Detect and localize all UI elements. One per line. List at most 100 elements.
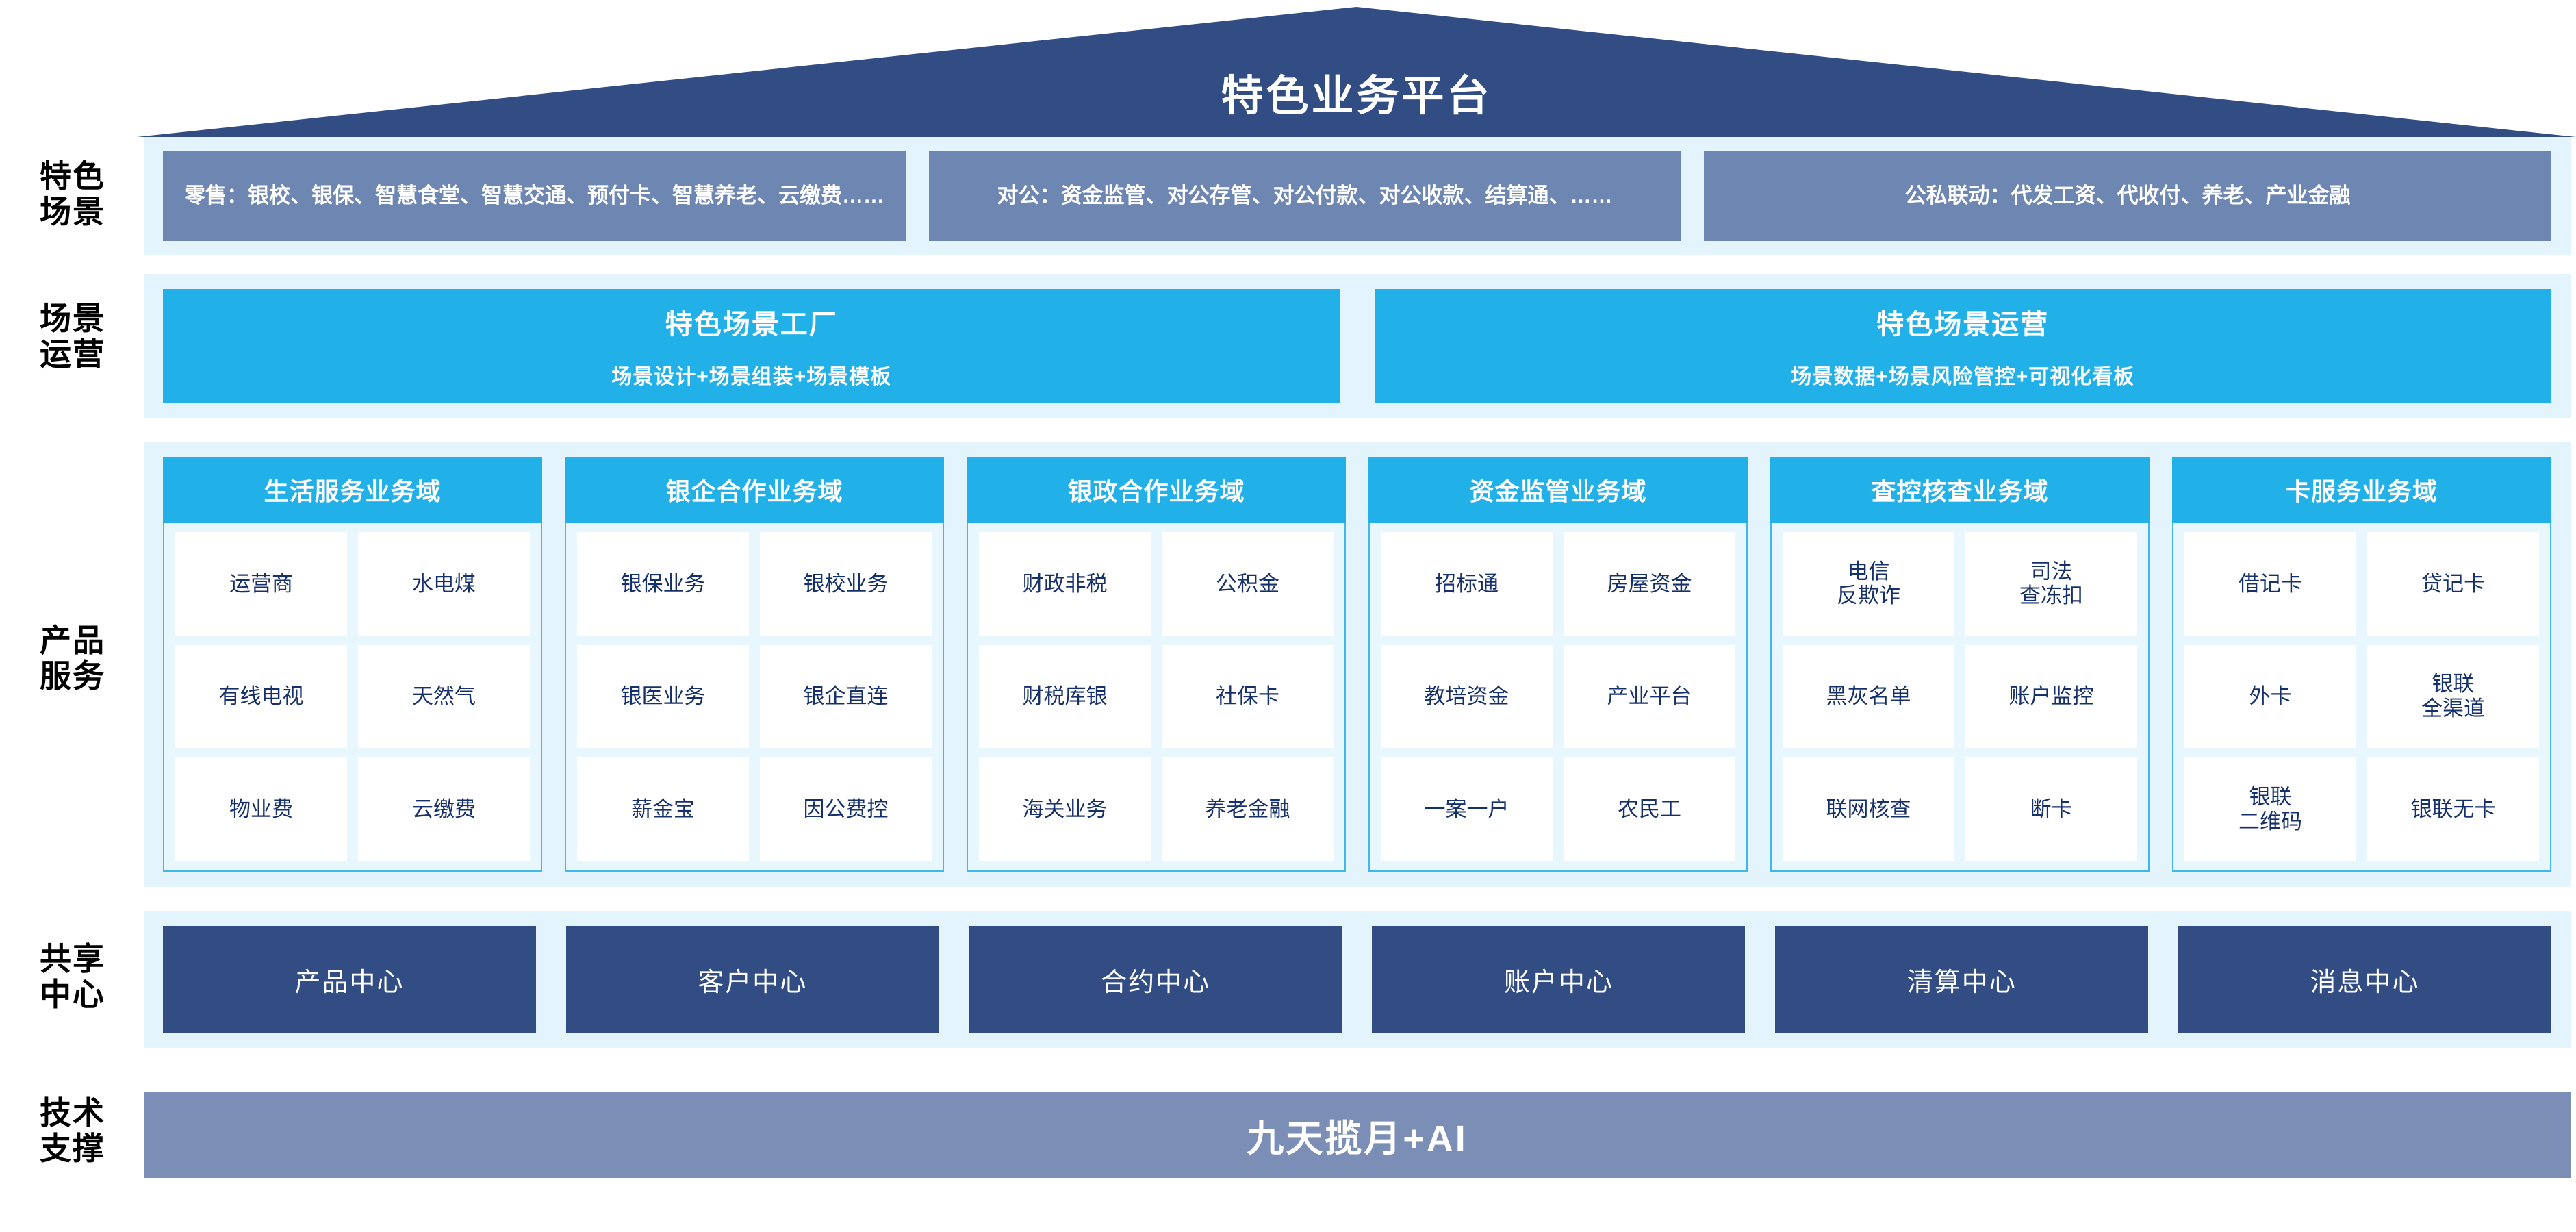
shared-center-box[interactable]: 产品中心 [163, 926, 536, 1033]
domain-cell[interactable]: 联网核查 [1783, 757, 1954, 862]
domain-cell[interactable]: 物业费 [175, 757, 347, 862]
tech-support-label: 九天揽月+AI [1247, 1118, 1468, 1159]
domain-cell[interactable]: 司法 查冻扣 [1965, 532, 2137, 636]
domain-body: 财政非税公积金财税库银社保卡海关业务养老金融 [967, 523, 1346, 872]
domain-cell[interactable]: 天然气 [358, 644, 530, 749]
domain-body: 借记卡贷记卡外卡银联 全渠道银联 二维码银联无卡 [2172, 523, 2551, 872]
domain-cell[interactable]: 财政非税 [979, 532, 1151, 636]
domain-cell[interactable]: 薪金宝 [577, 757, 749, 862]
domain-cell-row: 招标通房屋资金 [1381, 532, 1735, 636]
domain-cell[interactable]: 一案一户 [1381, 757, 1553, 862]
platform-banner: 特色业务平台 [137, 7, 2576, 137]
domain-cell[interactable]: 公积金 [1162, 532, 1334, 636]
domain-cell[interactable]: 社保卡 [1162, 644, 1334, 749]
domain-cell[interactable]: 银企直连 [760, 644, 932, 749]
domain-cell[interactable]: 银保业务 [577, 532, 749, 636]
domain-header[interactable]: 卡服务业务域 [2172, 457, 2551, 523]
domain-cell[interactable]: 因公费控 [760, 757, 932, 862]
domain-cell[interactable]: 有线电视 [175, 644, 347, 749]
operation-subtitle-scene-operation: 场景数据+场景风险管控+可视化看板 [1791, 366, 2135, 388]
domain-cell[interactable]: 水电煤 [358, 532, 530, 636]
domain-cell[interactable]: 产业平台 [1564, 644, 1735, 749]
operation-title-scene-operation: 特色场景运营 [1876, 310, 2050, 340]
domain-cell[interactable]: 外卡 [2184, 644, 2356, 749]
domain-cell[interactable]: 银联 全渠道 [2367, 644, 2539, 749]
domain-cell-row: 银联 二维码银联无卡 [2184, 757, 2539, 862]
domain-cell[interactable]: 银医业务 [577, 644, 749, 749]
domain-column: 查控核查业务域电信 反欺诈司法 查冻扣黑灰名单账户监控联网核查断卡 [1770, 457, 2150, 872]
shared-center-box[interactable]: 消息中心 [2178, 926, 2551, 1033]
domain-cell[interactable]: 云缴费 [358, 757, 530, 862]
shared-center-box[interactable]: 账户中心 [1372, 926, 1746, 1033]
shared-center-box[interactable]: 客户中心 [565, 926, 939, 1033]
tech-support-band: 九天揽月+AI [144, 1092, 2571, 1178]
scene-box-corporate[interactable]: 对公：资金监管、对公存管、对公付款、对公收款、结算通、…… [929, 151, 1681, 241]
operation-band: 特色场景工厂 场景设计+场景组装+场景模板 特色场景运营 场景数据+场景风险管控… [144, 274, 2571, 418]
domain-cell[interactable]: 招标通 [1381, 532, 1553, 636]
domain-cell-row: 黑灰名单账户监控 [1783, 644, 2137, 749]
domain-cell-row: 银保业务银校业务 [577, 532, 932, 636]
domain-cell[interactable]: 银联 二维码 [2184, 757, 2356, 862]
domain-cell-row: 银医业务银企直连 [577, 644, 932, 749]
domain-cell-row: 运营商水电煤 [175, 532, 530, 636]
domain-cell-row: 物业费云缴费 [175, 757, 530, 862]
domain-cell[interactable]: 电信 反欺诈 [1783, 532, 1954, 636]
domain-cell-row: 教培资金产业平台 [1381, 644, 1735, 749]
shared-center-box[interactable]: 合约中心 [969, 926, 1342, 1033]
domain-body: 电信 反欺诈司法 查冻扣黑灰名单账户监控联网核查断卡 [1770, 523, 2150, 872]
domain-header[interactable]: 银企合作业务域 [565, 457, 944, 523]
scene-box-retail[interactable]: 零售：银校、银保、智慧食堂、智慧交通、预付卡、智慧养老、云缴费…… [163, 151, 906, 241]
domain-column: 卡服务业务域借记卡贷记卡外卡银联 全渠道银联 二维码银联无卡 [2172, 457, 2551, 872]
domain-cell[interactable]: 农民工 [1564, 757, 1735, 862]
domain-cell[interactable]: 教培资金 [1381, 644, 1553, 749]
domain-body: 运营商水电煤有线电视天然气物业费云缴费 [163, 523, 542, 872]
domain-column: 资金监管业务域招标通房屋资金教培资金产业平台一案一户农民工 [1368, 457, 1748, 872]
domain-cell[interactable]: 财税库银 [979, 644, 1151, 749]
domain-cell-row: 借记卡贷记卡 [2184, 532, 2539, 636]
domain-cell-row: 一案一户农民工 [1381, 757, 1735, 862]
domain-cell-row: 薪金宝因公费控 [577, 757, 932, 862]
domain-body: 银保业务银校业务银医业务银企直连薪金宝因公费控 [565, 523, 944, 872]
domain-cell-row: 财税库银社保卡 [979, 644, 1334, 749]
domain-cell-row: 电信 反欺诈司法 查冻扣 [1783, 532, 2137, 636]
domain-cell[interactable]: 账户监控 [1965, 644, 2137, 749]
scene-band: 零售：银校、银保、智慧食堂、智慧交通、预付卡、智慧养老、云缴费…… 对公：资金监… [144, 137, 2571, 255]
domain-cell[interactable]: 运营商 [175, 532, 347, 636]
row-label-product: 产品 服务 [40, 623, 105, 694]
domain-column: 银企合作业务域银保业务银校业务银医业务银企直连薪金宝因公费控 [565, 457, 944, 872]
product-column-list: 生活服务业务域运营商水电煤有线电视天然气物业费云缴费银企合作业务域银保业务银校业… [163, 457, 2551, 872]
domain-cell[interactable]: 贷记卡 [2367, 532, 2539, 636]
domain-cell[interactable]: 断卡 [1965, 757, 2137, 862]
domain-body: 招标通房屋资金教培资金产业平台一案一户农民工 [1368, 523, 1748, 872]
domain-header[interactable]: 资金监管业务域 [1368, 457, 1748, 523]
domain-cell[interactable]: 养老金融 [1162, 757, 1334, 862]
domain-cell[interactable]: 房屋资金 [1564, 532, 1735, 636]
operation-title-scene-factory: 特色场景工厂 [665, 310, 838, 340]
shared-center-box[interactable]: 清算中心 [1775, 926, 2149, 1033]
domain-cell[interactable]: 银联无卡 [2367, 757, 2539, 862]
operation-subtitle-scene-factory: 场景设计+场景组装+场景模板 [611, 366, 892, 388]
operation-box-list: 特色场景工厂 场景设计+场景组装+场景模板 特色场景运营 场景数据+场景风险管控… [163, 289, 2551, 403]
scene-box-linkage[interactable]: 公私联动：代发工资、代收付、养老、产业金融 [1704, 151, 2551, 241]
domain-column: 生活服务业务域运营商水电煤有线电视天然气物业费云缴费 [163, 457, 542, 872]
row-label-scene: 特色 场景 [40, 158, 105, 229]
row-label-shared: 共享 中心 [40, 941, 105, 1012]
domain-cell-row: 外卡银联 全渠道 [2184, 644, 2539, 749]
domain-cell[interactable]: 海关业务 [979, 757, 1151, 862]
operation-box-scene-factory[interactable]: 特色场景工厂 场景设计+场景组装+场景模板 [163, 289, 1340, 403]
row-label-tech: 技术 支撑 [40, 1095, 105, 1166]
domain-header[interactable]: 生活服务业务域 [163, 457, 542, 523]
domain-cell[interactable]: 银校业务 [760, 532, 932, 636]
shared-center-band: 产品中心客户中心合约中心账户中心清算中心消息中心 [144, 911, 2571, 1048]
domain-cell-row: 联网核查断卡 [1783, 757, 2137, 862]
product-band: 生活服务业务域运营商水电煤有线电视天然气物业费云缴费银企合作业务域银保业务银校业… [144, 442, 2571, 887]
domain-cell-row: 海关业务养老金融 [979, 757, 1334, 862]
domain-cell[interactable]: 黑灰名单 [1783, 644, 1954, 749]
scene-box-list: 零售：银校、银保、智慧食堂、智慧交通、预付卡、智慧养老、云缴费…… 对公：资金监… [163, 151, 2551, 241]
row-label-operation: 场景 运营 [40, 301, 105, 372]
domain-header[interactable]: 查控核查业务域 [1770, 457, 2150, 523]
domain-cell[interactable]: 借记卡 [2184, 532, 2356, 636]
operation-box-scene-operation[interactable]: 特色场景运营 场景数据+场景风险管控+可视化看板 [1374, 289, 2551, 403]
domain-header[interactable]: 银政合作业务域 [967, 457, 1346, 523]
